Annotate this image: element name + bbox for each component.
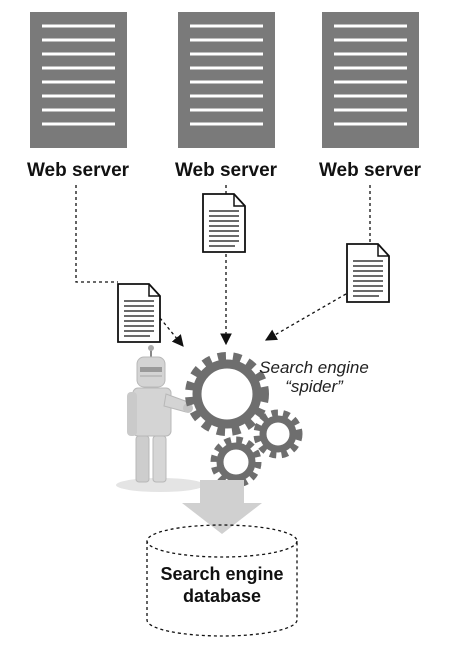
server-slots bbox=[334, 24, 407, 126]
connector-server-1 bbox=[75, 185, 118, 283]
document-icon-2 bbox=[202, 193, 246, 253]
server-slots bbox=[42, 24, 115, 126]
web-server-3: Web server bbox=[319, 12, 422, 181]
robot-spider-icon bbox=[116, 345, 204, 492]
connector-server-1-arrow bbox=[159, 317, 184, 347]
database-label-line1: Search engine bbox=[160, 564, 283, 584]
spider-label-line1: Search engine bbox=[259, 358, 369, 377]
document-icon-3 bbox=[346, 243, 390, 303]
down-arrow-icon bbox=[182, 480, 262, 534]
document-icon-1 bbox=[117, 283, 161, 343]
server-slots bbox=[190, 24, 263, 126]
web-server-3-label: Web server bbox=[319, 160, 422, 181]
database-label-line2: database bbox=[183, 586, 261, 606]
crawl-connectors bbox=[75, 185, 371, 347]
small-gear-icon bbox=[210, 436, 262, 488]
medium-gear-icon bbox=[253, 409, 303, 459]
web-server-1-label: Web server bbox=[27, 160, 130, 181]
web-server-2: Web server bbox=[175, 12, 278, 181]
gears-icon bbox=[185, 352, 303, 488]
server-tower-icon bbox=[30, 12, 127, 148]
server-tower-icon bbox=[322, 12, 419, 148]
connector-server-3-arrow bbox=[264, 293, 347, 341]
web-server-1: Web server bbox=[27, 12, 130, 181]
web-server-2-label: Web server bbox=[175, 160, 278, 181]
large-gear-icon bbox=[185, 352, 269, 436]
server-tower-icon bbox=[178, 12, 275, 148]
spider-label-line2: “spider” bbox=[285, 377, 344, 396]
database-cylinder-icon bbox=[146, 524, 298, 637]
